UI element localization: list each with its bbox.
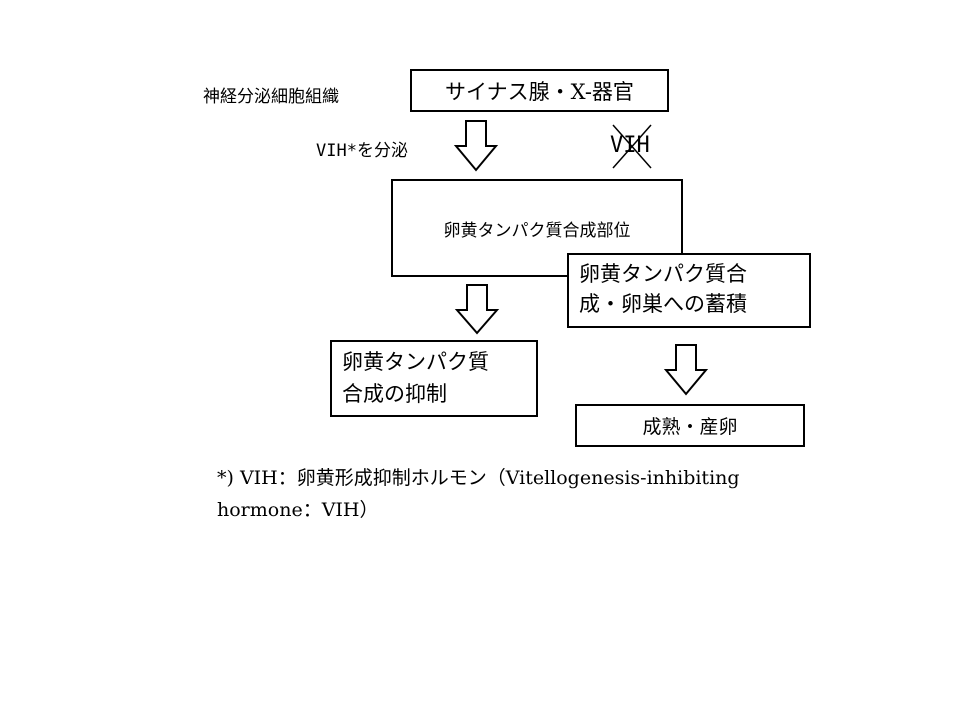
source-box: サイナス腺・X-器官 [410,69,669,112]
secrete-label: VIH*を分泌 [316,141,408,161]
inhibition-box-line2: 合成の抑制 [342,382,447,406]
storage-box-line2: 成・卵巣への蓄積 [579,292,747,316]
maturation-box: 成熟・産卵 [575,404,805,447]
inhibition-box-line1: 卵黄タンパク質 [342,350,489,374]
source-box-label: サイナス腺・X-器官 [445,79,634,104]
tissue-label: 神経分泌細胞組織 [203,87,339,107]
storage-box: 卵黄タンパク質合 成・卵巣への蓄積 [567,253,811,328]
synthesis-site-label: 卵黄タンパク質合成部位 [443,220,631,241]
footnote-line1: *) VIH：卵黄形成抑制ホルモン（Vitellogenesis-inhibit… [217,467,740,489]
crossed-vih-label: VIH [610,133,650,158]
down-arrow-icon [453,120,499,172]
down-arrow-icon [454,284,500,335]
inhibition-box: 卵黄タンパク質 合成の抑制 [330,340,538,417]
storage-box-line1: 卵黄タンパク質合 [579,262,747,286]
maturation-box-label: 成熟・産卵 [642,416,738,438]
cross-mark-icon [612,124,652,169]
down-arrow-icon [663,344,709,396]
footnote-line2: hormone：VIH） [217,499,379,521]
